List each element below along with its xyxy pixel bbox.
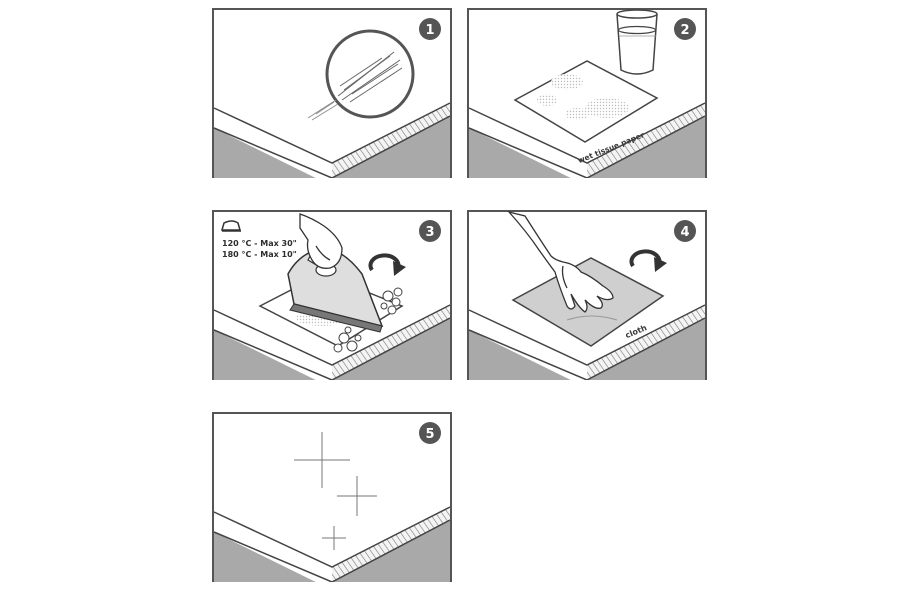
step-5-badge: 5 [419, 422, 441, 444]
scratch-magnifier-icon [307, 29, 415, 121]
sparkle-icon [294, 432, 377, 550]
iron-small-icon [221, 220, 241, 232]
step-3-badge: 3 [419, 220, 441, 242]
step-1-number: 1 [425, 23, 434, 38]
wet-tissue-paper-icon [513, 60, 659, 143]
steam-icon [333, 287, 403, 353]
step-4-panel: cloth 4 [467, 210, 707, 380]
iron-temperature-note: 120 °C - Max 30" 180 °C - Max 10" [222, 238, 297, 260]
step-4-badge: 4 [674, 220, 696, 242]
iron-temp-line-1: 120 °C - Max 30" [222, 239, 297, 248]
step-3-panel: 3 120 °C - Max 30" 180 °C - Max 10" [212, 210, 452, 380]
rotate-arrow-icon [629, 249, 667, 272]
hand-icon [507, 210, 614, 313]
step-1-panel: 1 [212, 8, 452, 178]
step-1-badge: 1 [419, 18, 441, 40]
iron-temp-line-2: 180 °C - Max 10" [222, 250, 297, 259]
step-3-number: 3 [425, 225, 434, 240]
water-glass-icon [616, 9, 658, 75]
step-2-panel: wet tissue paper 2 [467, 8, 707, 178]
step-5-panel: 5 [212, 412, 452, 582]
step-2-number: 2 [680, 23, 689, 38]
rotate-arrow-icon [368, 253, 406, 276]
hand-icon [299, 213, 343, 269]
step-4-number: 4 [680, 225, 689, 240]
step-5-number: 5 [425, 427, 434, 442]
step-2-badge: 2 [674, 18, 696, 40]
